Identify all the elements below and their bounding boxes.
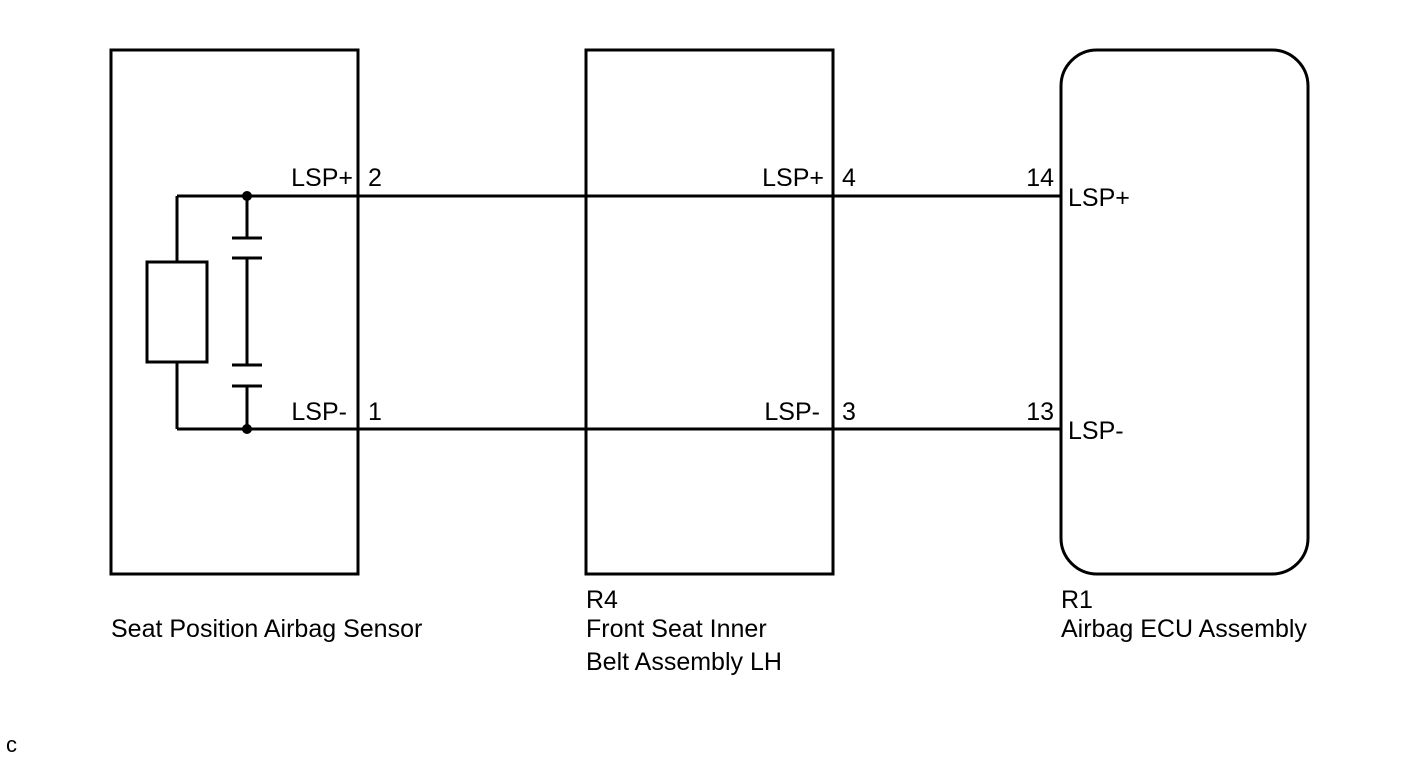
belt-pin-number-4: 4 [842,164,856,192]
ecu-pin-label-lsp-plus: LSP+ [1068,184,1130,212]
belt-name-line1: Front Seat Inner [586,615,767,643]
front-seat-inner-belt-box [584,48,835,576]
seat-position-sensor-box [109,48,360,576]
capacitor-symbol [232,196,262,429]
junction-dot-bottom [242,424,252,434]
ecu-pin-number-13: 13 [1026,398,1054,426]
sensor-pin-number-2: 2 [368,164,382,192]
ecu-code-label: R1 [1061,586,1093,614]
resistor-symbol [145,196,209,429]
belt-pin-label-lsp-plus: LSP+ [762,164,824,192]
sensor-name-label: Seat Position Airbag Sensor [111,615,422,643]
ecu-name-label: Airbag ECU Assembly [1061,615,1307,643]
junction-dot-top [242,191,252,201]
sensor-pin-number-1: 1 [368,398,382,426]
belt-code-label: R4 [586,586,618,614]
ecu-pin-label-lsp-minus: LSP- [1068,417,1124,445]
belt-name-line2: Belt Assembly LH [586,648,782,676]
airbag-ecu-box [1059,48,1310,576]
ecu-pin-number-14: 14 [1026,164,1054,192]
belt-pin-number-3: 3 [842,398,856,426]
belt-pin-label-lsp-minus: LSP- [764,398,820,426]
sensor-pin-label-lsp-minus: LSP- [291,398,347,426]
corner-mark: c [6,732,17,757]
sensor-pin-label-lsp-plus: LSP+ [291,164,353,192]
